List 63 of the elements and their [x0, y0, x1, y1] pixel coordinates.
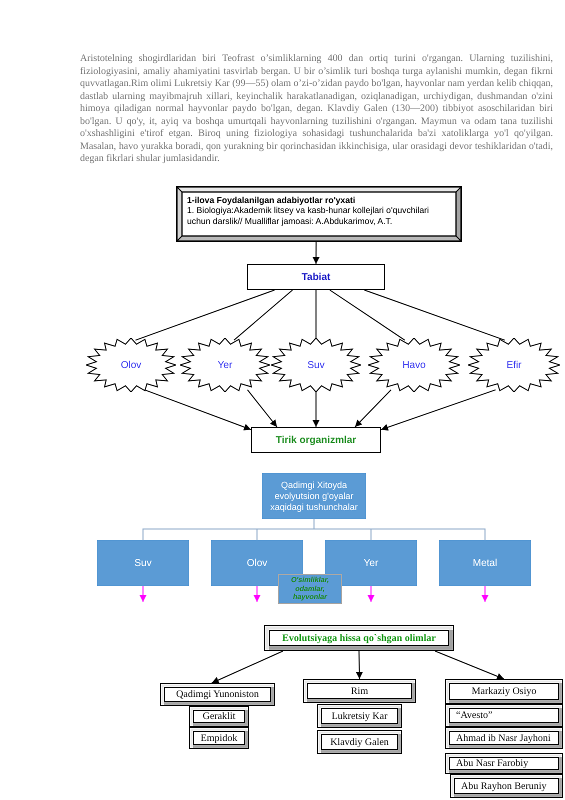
- star-label: Olov: [120, 360, 142, 370]
- box-label: Lukretsiy Kar: [332, 710, 388, 722]
- framed-box: [264, 625, 454, 651]
- star-label: Suv: [307, 360, 325, 370]
- box-label: Qadimgi Yunoniston: [176, 689, 259, 700]
- arrow: [144, 389, 252, 430]
- bevel-box: [160, 683, 275, 706]
- arrow: [368, 586, 374, 602]
- arrow: [211, 650, 284, 684]
- connector-line: [135, 290, 276, 341]
- filled-box: [439, 540, 531, 586]
- connector-line: [364, 290, 506, 341]
- bevel-box: [445, 727, 563, 749]
- bevel-box: [189, 706, 249, 727]
- box-title: Evolutsiyaga hissa qo`shgan olimlar: [282, 632, 436, 644]
- connector-line: [314, 518, 486, 540]
- bevel-box: [445, 679, 563, 704]
- box-label: Markaziy Osiyo: [472, 686, 536, 697]
- paragraph: Aristotelning shogirdlaridan biri Teofrast o’simliklarning 400 dan ortiq turini o'rgangan. Ularning tuzilishini, fiziologiyasini, amaliy ahamiyatini tasvirlab bergan. U bir o’simlik turi boshqa turga aylanishi mumkin, degan fikrni quvvatlagan.Rim olimi Lukretsiy Kar (99—55) olam o’zi-o’zidan paydo bo'lgan, hayvonlar nam yerdan kelib chiqqan, dastlab ularning mayibmajruh xillari, keyinchalik harakatlanadigan, oziqlanadigan, urchiydigan, dushmandan o'zini himoya qiladigan normal hayvonlar paydo bo'lgan, degan. Klavdiy Galen (130—200) tibbiyot asoschilaridan biri bo'lgan. U qo'y, it, ayiq va boshqa umurtqali hayvonlarning tuzilishini o'rgangan. Maymun va odam tana tuzilishi o'xshashligini e'tirof etgan. Biroq uning fiziologiya sohasidagi tushunchalarida ba'zi xatoliklarga yo'l qo'yilgan. Masalan, havo yurakka boradi, qon yurakning bir qorinchasidan ikkinchisiga, ular orasidagi devor teshiklaridan o'tadi, degan fikrlari shular jumlasidandir.: [80, 53, 553, 166]
- bevel-box: [445, 704, 563, 727]
- box-label: Ahmad ib Nasr Jayhoni: [456, 732, 551, 744]
- bevel-box: [317, 730, 402, 754]
- bevel-box: [450, 774, 563, 798]
- bevel-box: [189, 727, 249, 749]
- box-label: Tabiat: [302, 272, 330, 282]
- arrow: [354, 389, 392, 428]
- bevel-box: [445, 753, 563, 774]
- connector-line: [234, 290, 294, 341]
- arrow: [482, 586, 488, 602]
- box-label: Suv: [134, 558, 152, 568]
- arrow: [434, 650, 504, 680]
- arrow: [254, 586, 260, 602]
- note-box: [278, 574, 342, 604]
- box-label: Geraklit: [202, 711, 236, 722]
- reference-text: 1. Biologiya:Akademik litsey va kasb-hunar kollejlari o'quvchilari uchun darslik// Mualliflar jamoasi: A.Abdukarimov, A.T.: [187, 205, 430, 226]
- arrow: [356, 650, 363, 680]
- box-label: Metal: [472, 558, 498, 568]
- star-label: Havo: [402, 360, 426, 370]
- box-label: Qadimgi Xitoyda evolyutsion g'oyalar xaqidagi tushunchalar: [269, 480, 359, 512]
- arrow: [312, 242, 320, 264]
- filled-box: [97, 540, 189, 586]
- box-label: Abu Rayhon Beruniy: [461, 780, 547, 792]
- box-label: Rim: [350, 686, 368, 696]
- arrow: [312, 392, 320, 428]
- box-label: Abu Nasr Farobiy: [456, 758, 528, 769]
- box-label: Tirik organizmlar: [276, 434, 356, 446]
- box-label: Olov: [246, 558, 268, 568]
- outlined-box: [251, 427, 381, 453]
- arrow: [140, 586, 146, 602]
- bevel-box: [303, 679, 416, 703]
- filled-box: [262, 473, 366, 519]
- box-label: “Avesto”: [456, 710, 492, 721]
- arrow: [247, 389, 278, 428]
- outlined-box: [247, 264, 385, 290]
- box-label: Empidok: [200, 732, 238, 744]
- box-label: Yer: [364, 558, 378, 568]
- star-label: Yer: [218, 360, 232, 370]
- bevel-box: [317, 704, 402, 728]
- arrow: [380, 389, 496, 431]
- star-label: Efir: [506, 360, 522, 370]
- heading: 1-ilova Foydalanilgan adabiyotlar ro'yxati: [187, 195, 356, 206]
- connector-line: [329, 290, 406, 341]
- box-label: Klavdiy Galen: [330, 736, 389, 748]
